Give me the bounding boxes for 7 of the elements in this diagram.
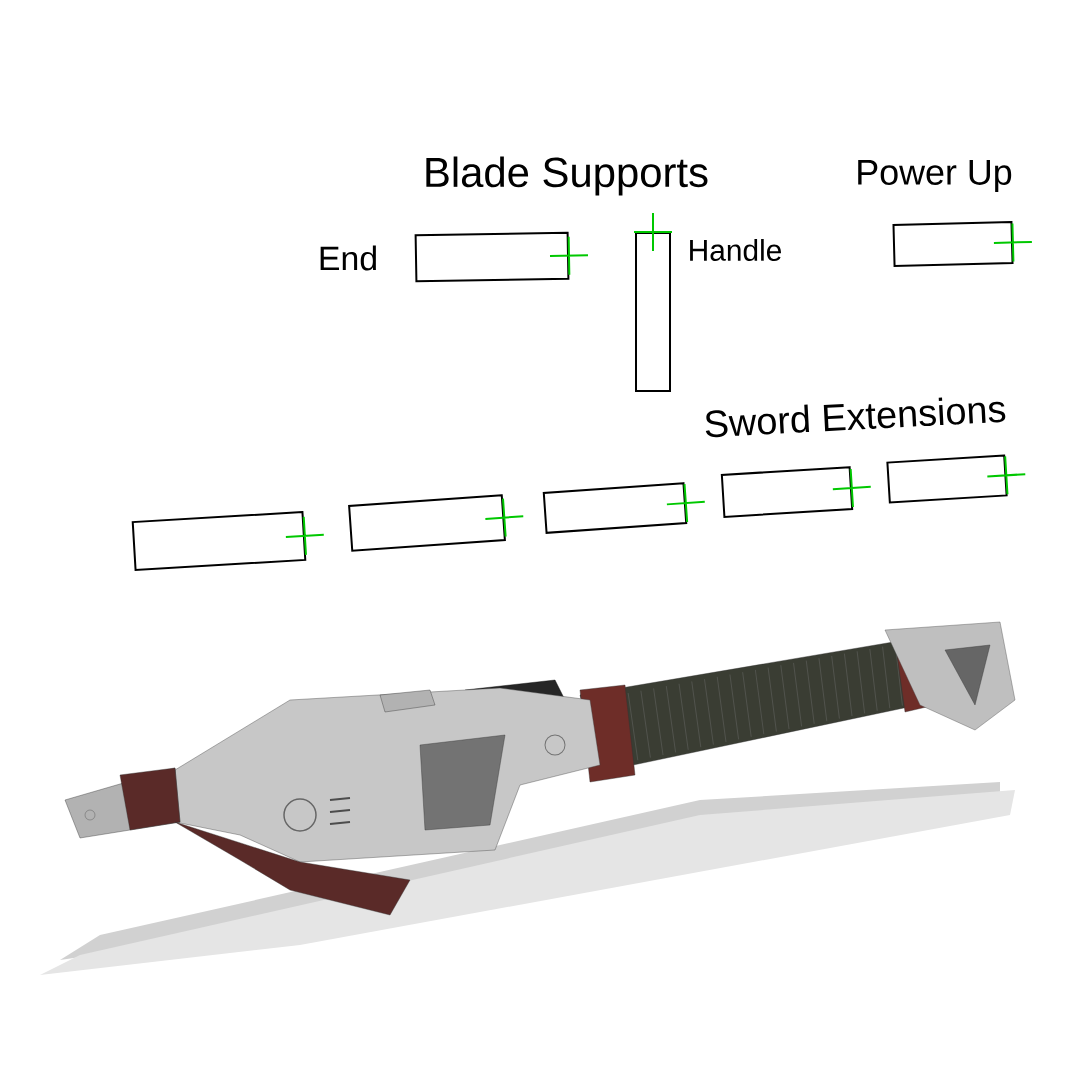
outline-rectangle <box>635 232 671 392</box>
part-label: End <box>320 245 376 271</box>
outline-rectangle <box>414 231 570 283</box>
group-heading: Sword Extensions <box>705 397 1006 438</box>
part-label: Handle <box>690 239 781 261</box>
part-label: Power Up <box>858 159 1012 193</box>
group-heading: Blade Supports <box>426 156 708 196</box>
